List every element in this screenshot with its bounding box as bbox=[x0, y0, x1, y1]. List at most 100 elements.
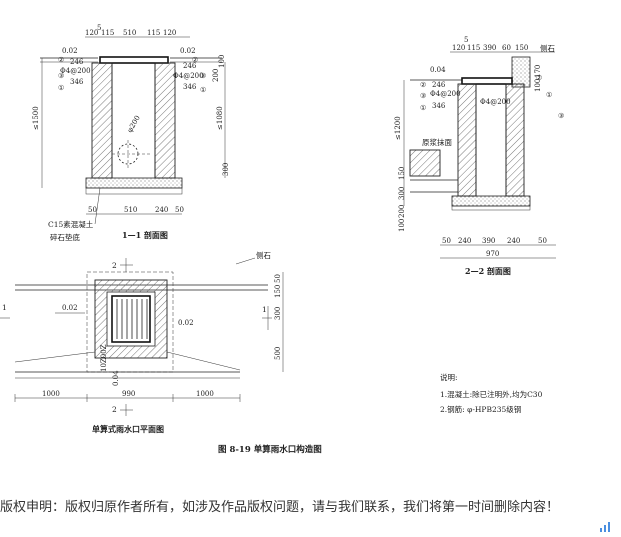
dim-60-b: 60 bbox=[502, 44, 511, 52]
notes-title: 说明: bbox=[440, 372, 458, 382]
section-1-1: 5 120 115 510 115 120 φ200 0.02 Φ4@200 2… bbox=[32, 24, 230, 242]
dim-120-right: 120 bbox=[163, 29, 176, 37]
base-left: 50 bbox=[88, 206, 97, 214]
rebar-right: Φ4@200 bbox=[173, 72, 204, 80]
section-1-1-top-dims: 5 120 115 510 115 120 bbox=[85, 24, 176, 37]
size-246-left: 246 bbox=[70, 58, 84, 66]
bottom-50-r: 50 bbox=[538, 237, 547, 245]
section-1-1-title: 1—1 剖面图 bbox=[122, 230, 168, 240]
plan-offset-left: 0.02 bbox=[62, 304, 78, 312]
section-2-2-grate bbox=[461, 77, 513, 85]
section-2-2-left-wall bbox=[457, 83, 477, 197]
circle-1-right: ① bbox=[200, 86, 206, 94]
road-base-block bbox=[409, 149, 441, 177]
height-b: ≤1200 bbox=[394, 116, 402, 140]
dim-150-b: 150 bbox=[398, 167, 406, 180]
plan-dim-small: 10Z00Z bbox=[100, 344, 108, 372]
mark-2-bottom: 2 bbox=[112, 405, 117, 414]
plan-dim-300: 300 bbox=[274, 307, 282, 320]
rebar-left: Φ4@200 bbox=[60, 67, 91, 75]
dim-5: 5 bbox=[97, 24, 101, 32]
plan-dim-990: 990 bbox=[122, 390, 135, 398]
rebar-b: Φ4@200 bbox=[430, 90, 461, 98]
left-height: ≤1500 bbox=[32, 106, 40, 130]
total-970: 970 bbox=[486, 250, 499, 258]
bottom-240-r: 240 bbox=[507, 237, 520, 245]
left-offset: 0.02 bbox=[62, 47, 78, 55]
rebar-right-b: Φ4@200 bbox=[480, 98, 511, 106]
dim-115-right: 115 bbox=[147, 29, 160, 37]
size-346-right: 346 bbox=[183, 83, 197, 91]
section-2-2-top-dims: 5 120 115 390 60 150 bbox=[452, 36, 528, 52]
construction-drawing: 5 120 115 510 115 120 φ200 0.02 Φ4@200 2… bbox=[0, 24, 564, 455]
circle-2-b: ② bbox=[420, 81, 426, 89]
mark-1-left: 1 bbox=[2, 303, 7, 312]
plan-dim-50: 50 bbox=[274, 274, 282, 283]
plan-dim-500: 500 bbox=[274, 347, 282, 360]
size-246-right: 246 bbox=[183, 62, 197, 70]
circle-3-right: ③ bbox=[200, 72, 206, 80]
circle-2-right: ② bbox=[192, 56, 198, 64]
gravel-label: 碎石垫底 bbox=[50, 232, 80, 242]
dim-170-b: 170 bbox=[534, 65, 542, 78]
circle-3-b: ③ bbox=[420, 92, 426, 100]
size-346-b: 346 bbox=[432, 102, 446, 110]
plan-dim-1000-left: 1000 bbox=[42, 390, 60, 398]
bar-chart-icon[interactable] bbox=[599, 519, 613, 533]
base-mid: 510 bbox=[124, 206, 137, 214]
size-246-b: 246 bbox=[432, 81, 446, 89]
figure-caption: 图 8-19 单算雨水口构造图 bbox=[218, 444, 322, 455]
plan-view: 2 侧石 1 1 0.02 bbox=[0, 250, 284, 434]
mark-1-right: 1 bbox=[262, 305, 267, 314]
section-2-2: 5 120 115 390 60 150 侧石 0.04 246 Φ4@200 … bbox=[394, 36, 564, 276]
bottom-240-l: 240 bbox=[458, 237, 471, 245]
curb-label-b: 侧石 bbox=[540, 43, 555, 53]
section-2-2-title: 2—2 剖面图 bbox=[465, 266, 511, 276]
dim-300-b: 300 bbox=[398, 187, 406, 200]
notes-line-1: 1.混凝土:除已注明外,均为C30 bbox=[440, 389, 543, 399]
dim-200-b: 200 bbox=[398, 205, 406, 218]
section-1-1-left-wall bbox=[91, 62, 113, 179]
section-1-1-grate bbox=[99, 56, 169, 64]
bottom-390: 390 bbox=[482, 237, 495, 245]
plan-dim-150: 150 bbox=[274, 285, 282, 298]
plan-curb: 侧石 bbox=[256, 250, 271, 260]
c15-label: C15素混凝土 bbox=[48, 219, 94, 229]
curb-block bbox=[511, 56, 531, 88]
dim-150-b: 150 bbox=[515, 44, 528, 52]
circle-3b-b: ③ bbox=[558, 112, 564, 120]
section-1-1-base bbox=[85, 177, 183, 189]
dim-115: 115 bbox=[101, 29, 114, 37]
dim-390-b: 390 bbox=[483, 44, 496, 52]
dim-120-b: 120 bbox=[452, 44, 465, 52]
dim-100-b: 100 bbox=[534, 79, 542, 92]
plan-offset-right: 0.02 bbox=[178, 319, 194, 327]
bottom-50-l: 50 bbox=[442, 237, 451, 245]
pipe-label: φ200 bbox=[126, 114, 142, 134]
right-height: ≤1080 bbox=[216, 106, 224, 130]
base-right-1: 240 bbox=[155, 206, 168, 214]
dim-5-b: 5 bbox=[464, 36, 468, 44]
dim-115-b: 115 bbox=[467, 44, 480, 52]
plan-dim-1000-right: 1000 bbox=[196, 390, 214, 398]
circle-2-left: ② bbox=[58, 56, 64, 64]
plan-offset-bottom: 0.04 bbox=[112, 370, 120, 386]
mark-2-top: 2 bbox=[112, 261, 117, 270]
plan-title: 单算式雨水口平面图 bbox=[92, 424, 164, 434]
section-2-2-base bbox=[451, 195, 531, 207]
circle-3-left: ③ bbox=[58, 72, 64, 80]
copyright-notice: 版权申明：版权归原作者所有，如涉及作品版权问题，请与我们联系，我们将第一时间删除… bbox=[0, 500, 560, 515]
circle-1b-b: ① bbox=[546, 91, 552, 99]
dim-300: 300 bbox=[222, 163, 230, 176]
dim-510: 510 bbox=[123, 29, 136, 37]
dim-120: 120 bbox=[85, 29, 98, 37]
notes: 说明: 1.混凝土:除已注明外,均为C30 2.钢筋: φ-HPB235级钢 bbox=[440, 372, 543, 414]
dim-100b-b: 100 bbox=[398, 219, 406, 232]
plan-grate bbox=[111, 295, 151, 343]
road-base-label: 原浆抹面 bbox=[422, 137, 452, 147]
circle-1-b: ① bbox=[420, 104, 426, 112]
circle-1-left: ① bbox=[58, 84, 64, 92]
base-right-2: 50 bbox=[175, 206, 184, 214]
notes-line-2: 2.钢筋: φ-HPB235级钢 bbox=[440, 404, 521, 414]
right-offset: 0.02 bbox=[180, 47, 196, 55]
